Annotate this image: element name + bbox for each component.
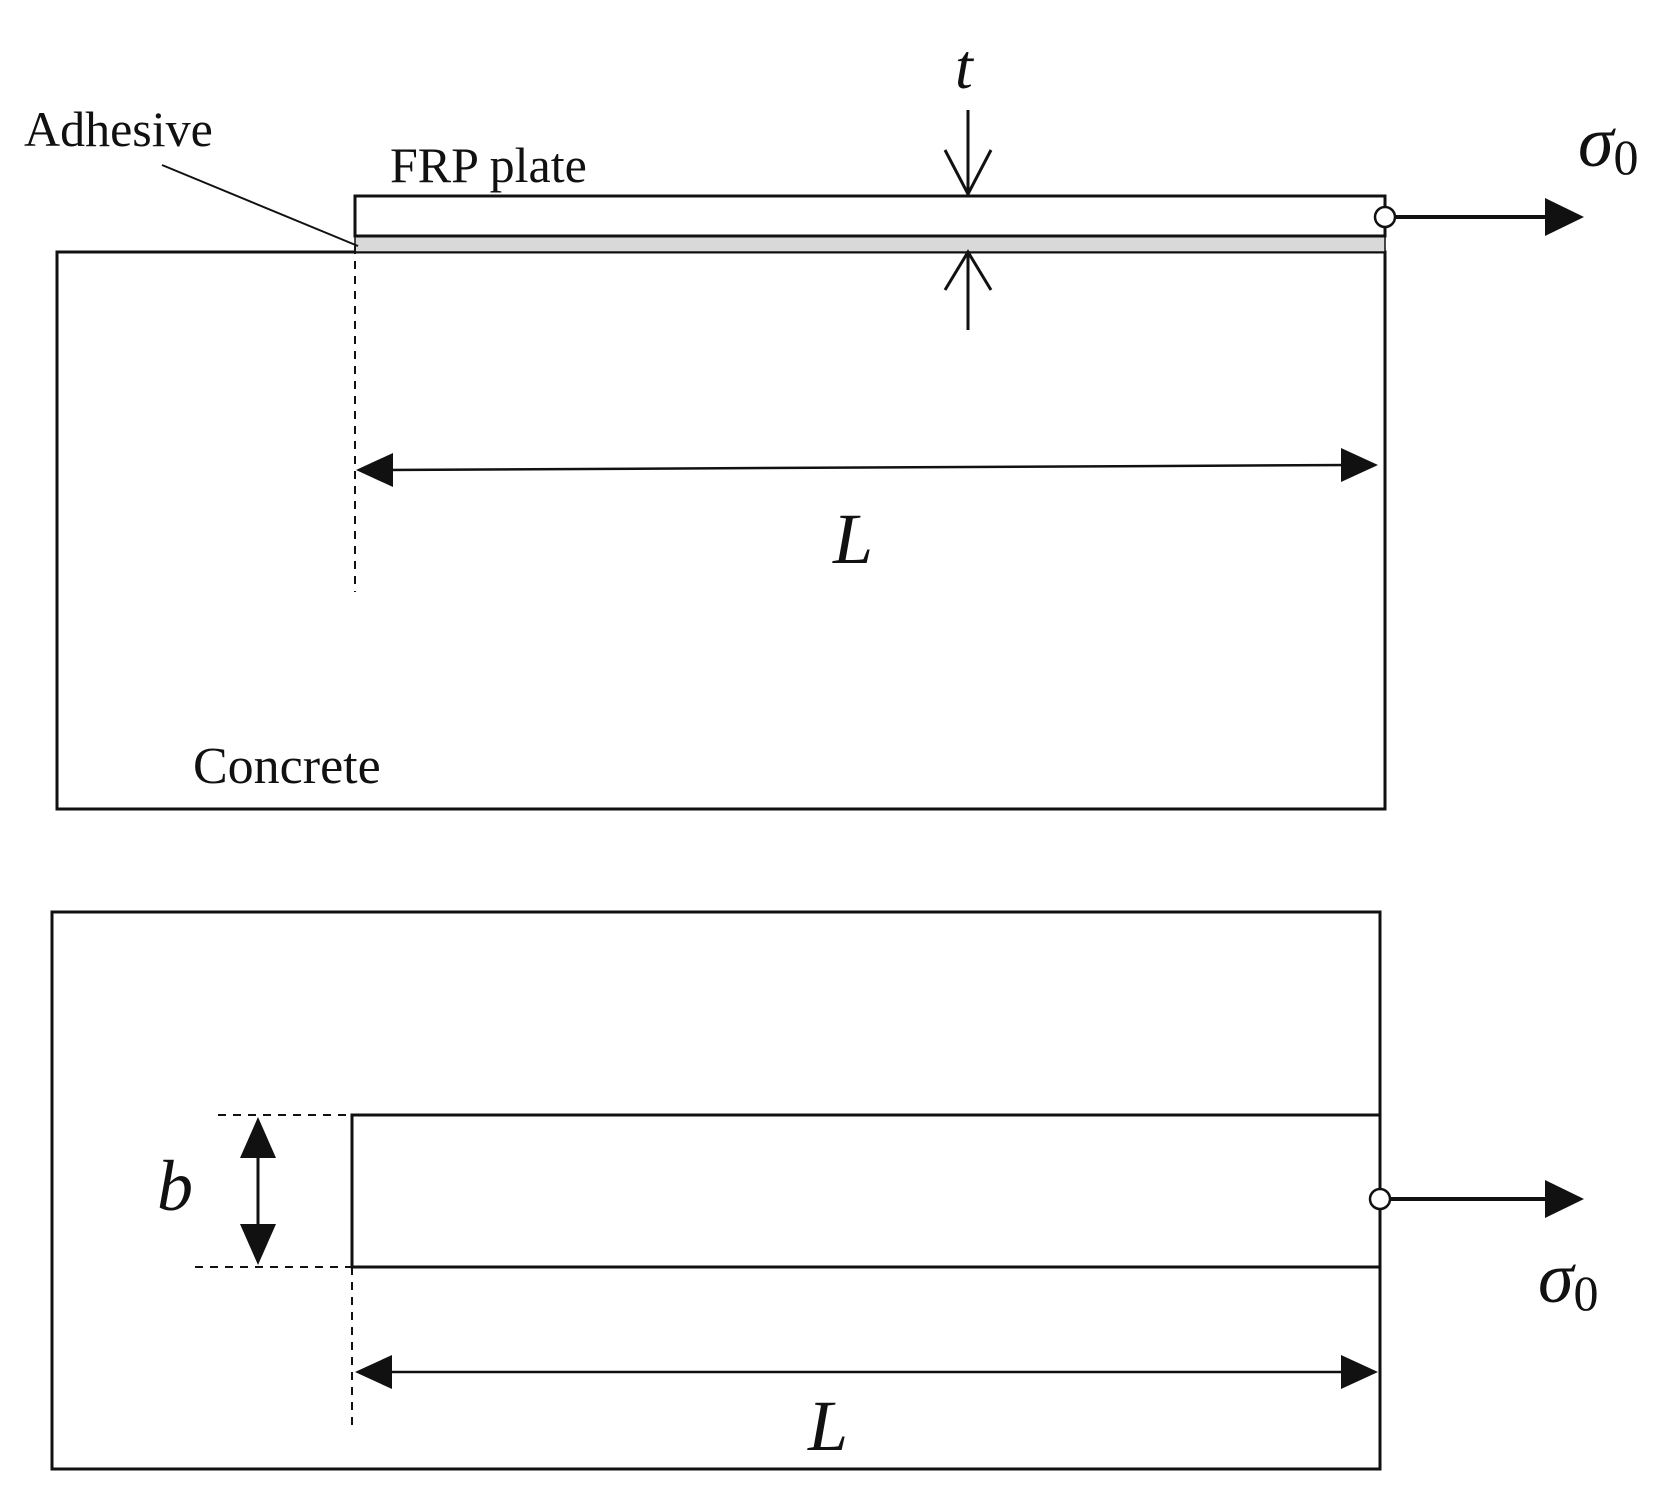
top-length-label: L [807,1386,848,1466]
top-stress-symbol: σ [1538,1238,1576,1318]
top-stress-subscript: 0 [1574,1265,1599,1321]
side-length-arrowhead-right [1341,448,1378,482]
thickness-arrow-bottom-head [943,249,993,291]
width-label: b [157,1146,193,1226]
tension-arrowhead [1545,198,1584,236]
top-load-point [1368,1187,1392,1211]
width-arrowhead-top [240,1117,276,1158]
side-length-arrowhead-left [356,453,393,487]
adhesive-leader [161,164,359,247]
side-stress-label: σ0 [1578,102,1639,185]
top-stress-label: σ0 [1538,1238,1599,1321]
top-frp-plate [350,1113,1382,1269]
adhesive-layer [354,235,1386,253]
top-view: b L σ0 [50,910,1599,1471]
adhesive-label: Adhesive [24,101,213,157]
side-length-dimension-line [384,463,1351,472]
thickness-label: t [955,31,975,102]
side-stress-symbol: σ [1578,102,1616,182]
width-arrowhead-bottom [240,1224,276,1265]
load-point [1373,205,1397,229]
top-tension-arrowhead [1545,1180,1584,1218]
thickness-arrow-top-head [943,149,993,198]
side-length-label: L [832,499,873,579]
side-view: Adhesive FRP plate Concrete t L σ0 [24,31,1639,811]
concrete-label: Concrete [193,738,381,795]
top-length-arrowhead-left [355,1355,392,1389]
side-stress-subscript: 0 [1614,129,1639,185]
frp-plate [353,194,1387,238]
concrete-block [55,250,1387,811]
frp-plate-label: FRP plate [390,137,587,193]
top-length-arrowhead-right [1341,1355,1378,1389]
